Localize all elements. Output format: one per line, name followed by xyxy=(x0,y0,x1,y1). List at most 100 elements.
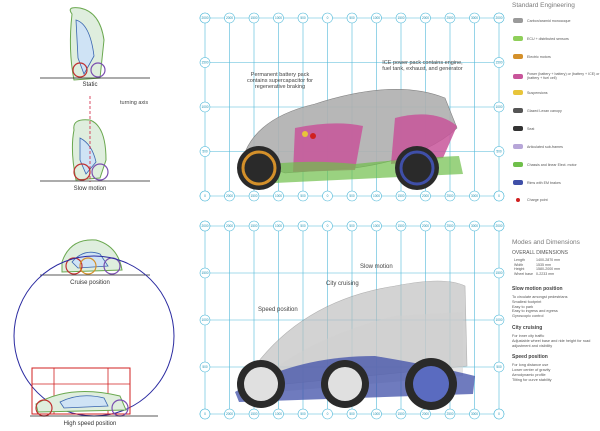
dimension-key: Length xyxy=(514,258,525,262)
grid-x-bottom-bubble xyxy=(346,190,358,202)
mode-section-line: Smallest footprint xyxy=(512,299,542,304)
legend-label: ECU + distributed sensors xyxy=(527,36,569,41)
legend-label: Carbon/aramid monocoque xyxy=(527,18,571,23)
legend-item: Power (battery + battery) or (battery + … xyxy=(513,72,600,80)
grid-y-right-label: 1000 xyxy=(495,105,502,109)
grid-y-right-label: 0 xyxy=(498,412,500,416)
grid-x-bottom-label: 1500 xyxy=(397,194,404,198)
grid-y-right-label: 1000 xyxy=(495,318,502,322)
grid-y-right-bubble xyxy=(493,361,505,373)
legend-item: Chassis and linear Elect. motor xyxy=(513,162,600,167)
modes-sections: Slow motion position To circulate amongst… xyxy=(512,286,598,389)
legend-item: Articulated sub-frames xyxy=(513,144,600,149)
grid-y-left-bubble xyxy=(199,146,211,157)
legend-swatch xyxy=(513,90,523,95)
grid-x-top-label: 500 xyxy=(300,16,306,20)
grid-y-left-bubble xyxy=(199,408,211,420)
grid-y-right-bubble xyxy=(493,190,505,202)
mode-section-title: Speed position xyxy=(512,354,548,361)
grid-x-bottom-bubble xyxy=(444,190,456,202)
grid-x-top-bubble xyxy=(248,12,260,24)
grid-y-left-label: 1500 xyxy=(201,61,208,65)
modes-title: Modes and Dimensions xyxy=(512,239,580,246)
grid-x-top-label: 2000 xyxy=(226,16,233,20)
grid-y-right-bubble xyxy=(493,220,505,232)
legend-swatch xyxy=(513,162,523,167)
legend-swatch xyxy=(513,18,523,23)
legend-label: Seat xyxy=(527,126,535,131)
grid-y-right-bubble xyxy=(493,408,505,420)
grid-x-bottom-bubble xyxy=(322,408,333,420)
legend-item: Suspensions xyxy=(513,90,600,95)
grid-x-top-label: 500 xyxy=(300,224,306,228)
grid-y-left-label: 500 xyxy=(202,365,208,369)
caption-high-speed: High speed position xyxy=(63,421,117,427)
grid-x-top-bubble xyxy=(371,12,382,24)
legend-item: Electric motors xyxy=(513,54,600,59)
grid-x-bottom-label: 2000 xyxy=(226,412,233,416)
grid-x-bottom-label: 500 xyxy=(349,194,355,198)
mode-section-line: For inner city traffic xyxy=(512,333,545,338)
legend-item: ECU + distributed sensors xyxy=(513,36,600,41)
grid-x-top-label: 1000 xyxy=(275,16,282,20)
grid-x-top-label: 3000 xyxy=(471,16,478,20)
grid-x-top-bubble xyxy=(297,12,309,24)
grid-x-top-label: 0 xyxy=(327,16,329,20)
grid-y-left-bubble xyxy=(199,361,211,373)
grid-x-bottom-label: 1500 xyxy=(397,412,404,416)
grid-x-bottom-bubble xyxy=(469,190,480,202)
legend-item: Rims with EM brakes xyxy=(513,180,600,185)
grid-x-top-bubble xyxy=(395,220,407,232)
grid-x-top-label: 3000 xyxy=(471,224,478,228)
grid-x-top-label: 1500 xyxy=(250,224,257,228)
legend-swatch xyxy=(513,108,523,113)
grid-x-bottom-label: 500 xyxy=(300,412,306,416)
grid-x-bottom-label: 1000 xyxy=(275,412,282,416)
grid-x-bottom-label: 2500 xyxy=(446,412,453,416)
grid-x-top-label: 2000 xyxy=(422,224,429,228)
grid-y-right-bubble xyxy=(493,12,505,24)
grid-x-bottom-label: 3000 xyxy=(471,412,478,416)
grid-y-left-bubble xyxy=(199,220,211,232)
turning-axis-label: turning axis xyxy=(120,100,149,106)
grid-x-bottom-label: 500 xyxy=(349,412,355,416)
grid-y-left-label: 0 xyxy=(204,194,206,198)
mode-section-title: Slow motion position xyxy=(512,286,563,292)
dimension-value: 1580-2000 mm xyxy=(536,267,561,272)
mode-section-line: To circulate amongst pedestrians xyxy=(512,295,568,299)
grid-y-left-bubble xyxy=(199,190,211,202)
label-city-cruising: City cruising xyxy=(326,281,359,287)
grid-x-top-bubble xyxy=(444,220,456,232)
grid-x-top-bubble xyxy=(273,12,284,24)
top-grid-lines: 2500250020002000150015001000100050050000… xyxy=(199,12,505,202)
legend-item: Charge point xyxy=(513,198,600,202)
grid-x-top-label: 500 xyxy=(349,16,355,20)
mode-section-line: Gyroscopic control xyxy=(512,314,544,319)
legend-label: Suspensions xyxy=(527,90,548,95)
legend-label: Rims with EM brakes xyxy=(527,180,561,185)
legend-swatch xyxy=(513,144,523,149)
grid-x-bottom-bubble xyxy=(420,190,431,202)
grid-x-bottom-bubble xyxy=(395,408,407,420)
grid-x-bottom-bubble xyxy=(297,408,309,420)
grid-x-bottom-label: 1500 xyxy=(250,412,257,416)
legend-label: Charge point xyxy=(527,198,548,202)
mode-section-line: Adjustable wheel base and ride height fo… xyxy=(512,338,591,348)
grid-x-top-bubble xyxy=(444,12,456,24)
mode-section-line: Easy to ingress and egress xyxy=(512,309,558,314)
grid-x-top-bubble xyxy=(224,12,235,24)
top-vehicle xyxy=(237,89,463,190)
grid-x-bottom-bubble xyxy=(346,408,358,420)
grid-x-bottom-bubble xyxy=(248,408,260,420)
dimension-value: 0-2233 mm xyxy=(536,271,555,276)
legend-item: Seat xyxy=(513,126,600,131)
figure-static xyxy=(40,7,150,81)
grid-x-top-label: 1500 xyxy=(397,224,404,228)
grid-x-top-label: 0 xyxy=(327,224,329,228)
grid-y-left-label: 2000 xyxy=(201,224,208,228)
annotation-battery: Permanent battery pack contains supercap… xyxy=(246,72,314,90)
